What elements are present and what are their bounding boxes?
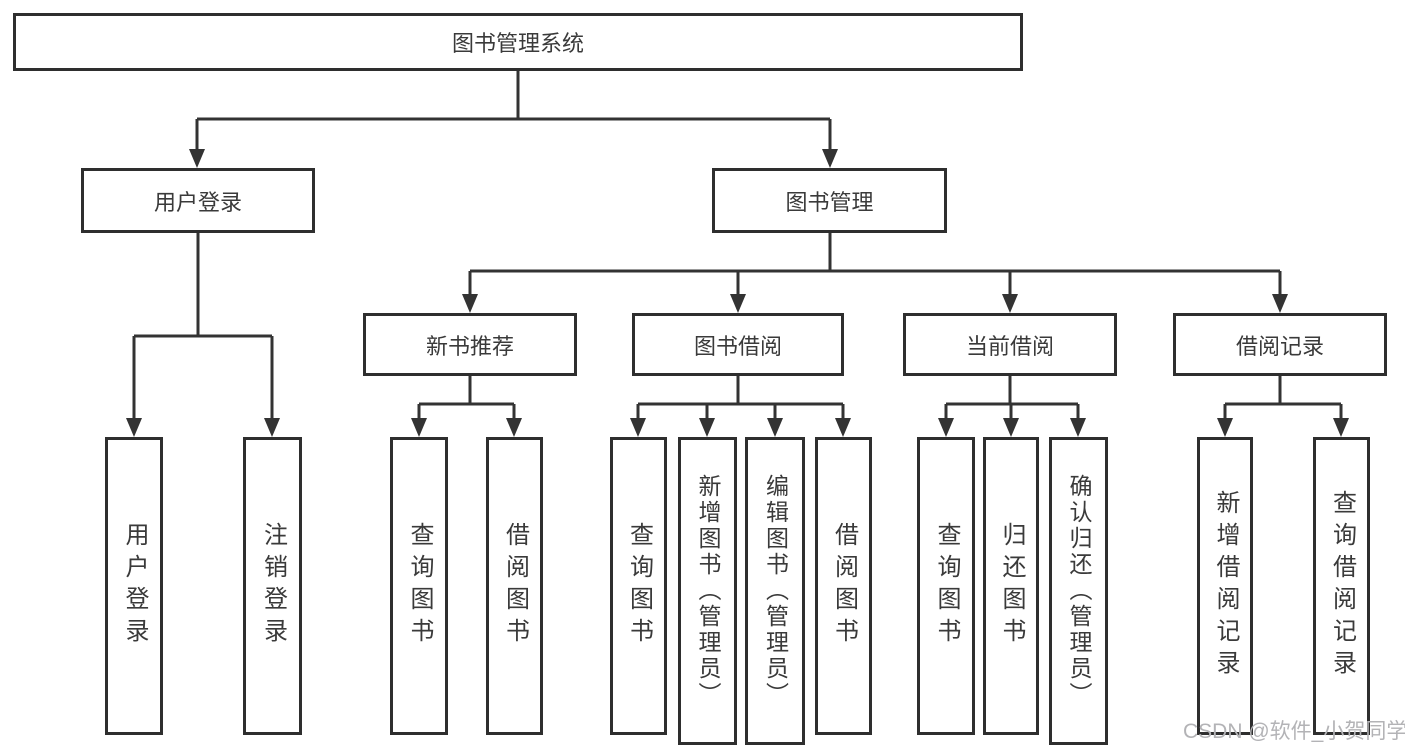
leaf-label: 注销登录 — [259, 522, 287, 650]
node-user-login: 用户登录 — [81, 168, 315, 233]
node-leaf-borrow-books-2: 借阅图书 — [815, 437, 872, 735]
leaf-label: 确认归还（管理员） — [1066, 474, 1092, 708]
leaf-label: 编辑图书（管理员） — [762, 474, 789, 708]
leaf-label: 借阅图书 — [830, 522, 858, 650]
node-leaf-query-borrow-record: 查询借阅记录 — [1313, 437, 1370, 735]
node-leaf-query-books-2: 查询图书 — [610, 437, 667, 735]
leaf-label: 新增借阅记录 — [1212, 490, 1239, 682]
leaf-label: 查询图书 — [625, 522, 653, 650]
node-current-borrow: 当前借阅 — [903, 313, 1117, 376]
node-leaf-return-books: 归还图书 — [983, 437, 1039, 735]
leaf-label: 新增图书（管理员） — [695, 474, 721, 708]
node-leaf-logout: 注销登录 — [243, 437, 302, 735]
leaf-label: 查询图书 — [406, 522, 433, 650]
node-leaf-query-books-3: 查询图书 — [917, 437, 975, 735]
node-new-book-recommend: 新书推荐 — [363, 313, 577, 376]
arrowhead-icons — [126, 149, 1349, 437]
node-borrow-records: 借阅记录 — [1173, 313, 1387, 376]
node-leaf-user-login: 用户登录 — [105, 437, 163, 735]
node-leaf-query-books-1: 查询图书 — [390, 437, 448, 735]
node-book-borrow: 图书借阅 — [632, 313, 844, 376]
leaf-label: 查询图书 — [933, 522, 960, 650]
leaf-label: 借阅图书 — [501, 522, 529, 650]
leaf-label: 用户登录 — [121, 522, 148, 650]
node-leaf-confirm-return-admin: 确认归还（管理员） — [1049, 437, 1108, 745]
leaf-label: 归还图书 — [998, 522, 1025, 650]
node-leaf-add-books-admin: 新增图书（管理员） — [678, 437, 737, 745]
leaf-label: 查询借阅记录 — [1328, 490, 1356, 682]
node-leaf-add-borrow-record: 新增借阅记录 — [1197, 437, 1253, 735]
node-leaf-edit-books-admin: 编辑图书（管理员） — [745, 437, 805, 745]
node-book-management: 图书管理 — [712, 168, 947, 233]
node-leaf-borrow-books-1: 借阅图书 — [486, 437, 543, 735]
node-root-library-system: 图书管理系统 — [13, 13, 1023, 71]
csdn-watermark: CSDN @软件_小贺同学 — [1183, 720, 1405, 743]
